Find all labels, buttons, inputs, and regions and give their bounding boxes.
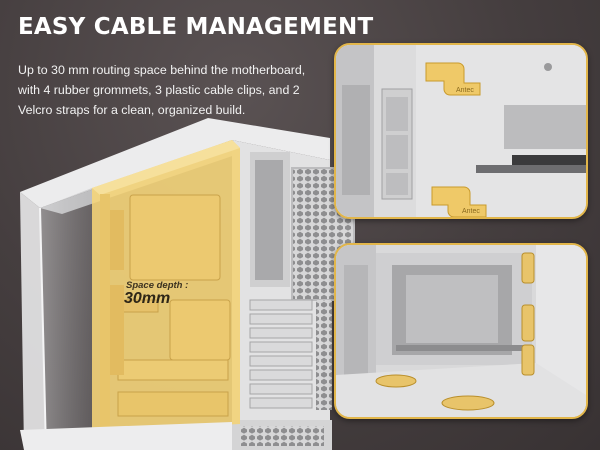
pci-slots [249,299,313,409]
rubber-grommets-floor [375,374,495,411]
space-depth-label: Space depth : [126,280,189,291]
cable-clip-bottom [431,186,487,217]
rubber-grommets-photo [336,245,586,417]
rubber-grommets-side [521,252,535,376]
cable-clips-inset: Antec Antec [334,43,588,219]
routing-space-highlight [92,140,240,432]
glass-front-panel [20,192,46,450]
clip-brand-bottom: Antec [462,208,480,215]
headline: EASY CABLE MANAGEMENT [18,14,374,40]
space-depth-value: 30mm [124,290,171,307]
cable-clip-top [425,62,481,96]
cable-clips-photo: Antec Antec [336,45,586,217]
feature-description: Up to 30 mm routing space behind the mot… [18,63,306,117]
clip-brand-top: Antec [456,87,474,94]
case-top-panel [20,118,330,208]
rubber-grommets-inset [334,243,588,419]
